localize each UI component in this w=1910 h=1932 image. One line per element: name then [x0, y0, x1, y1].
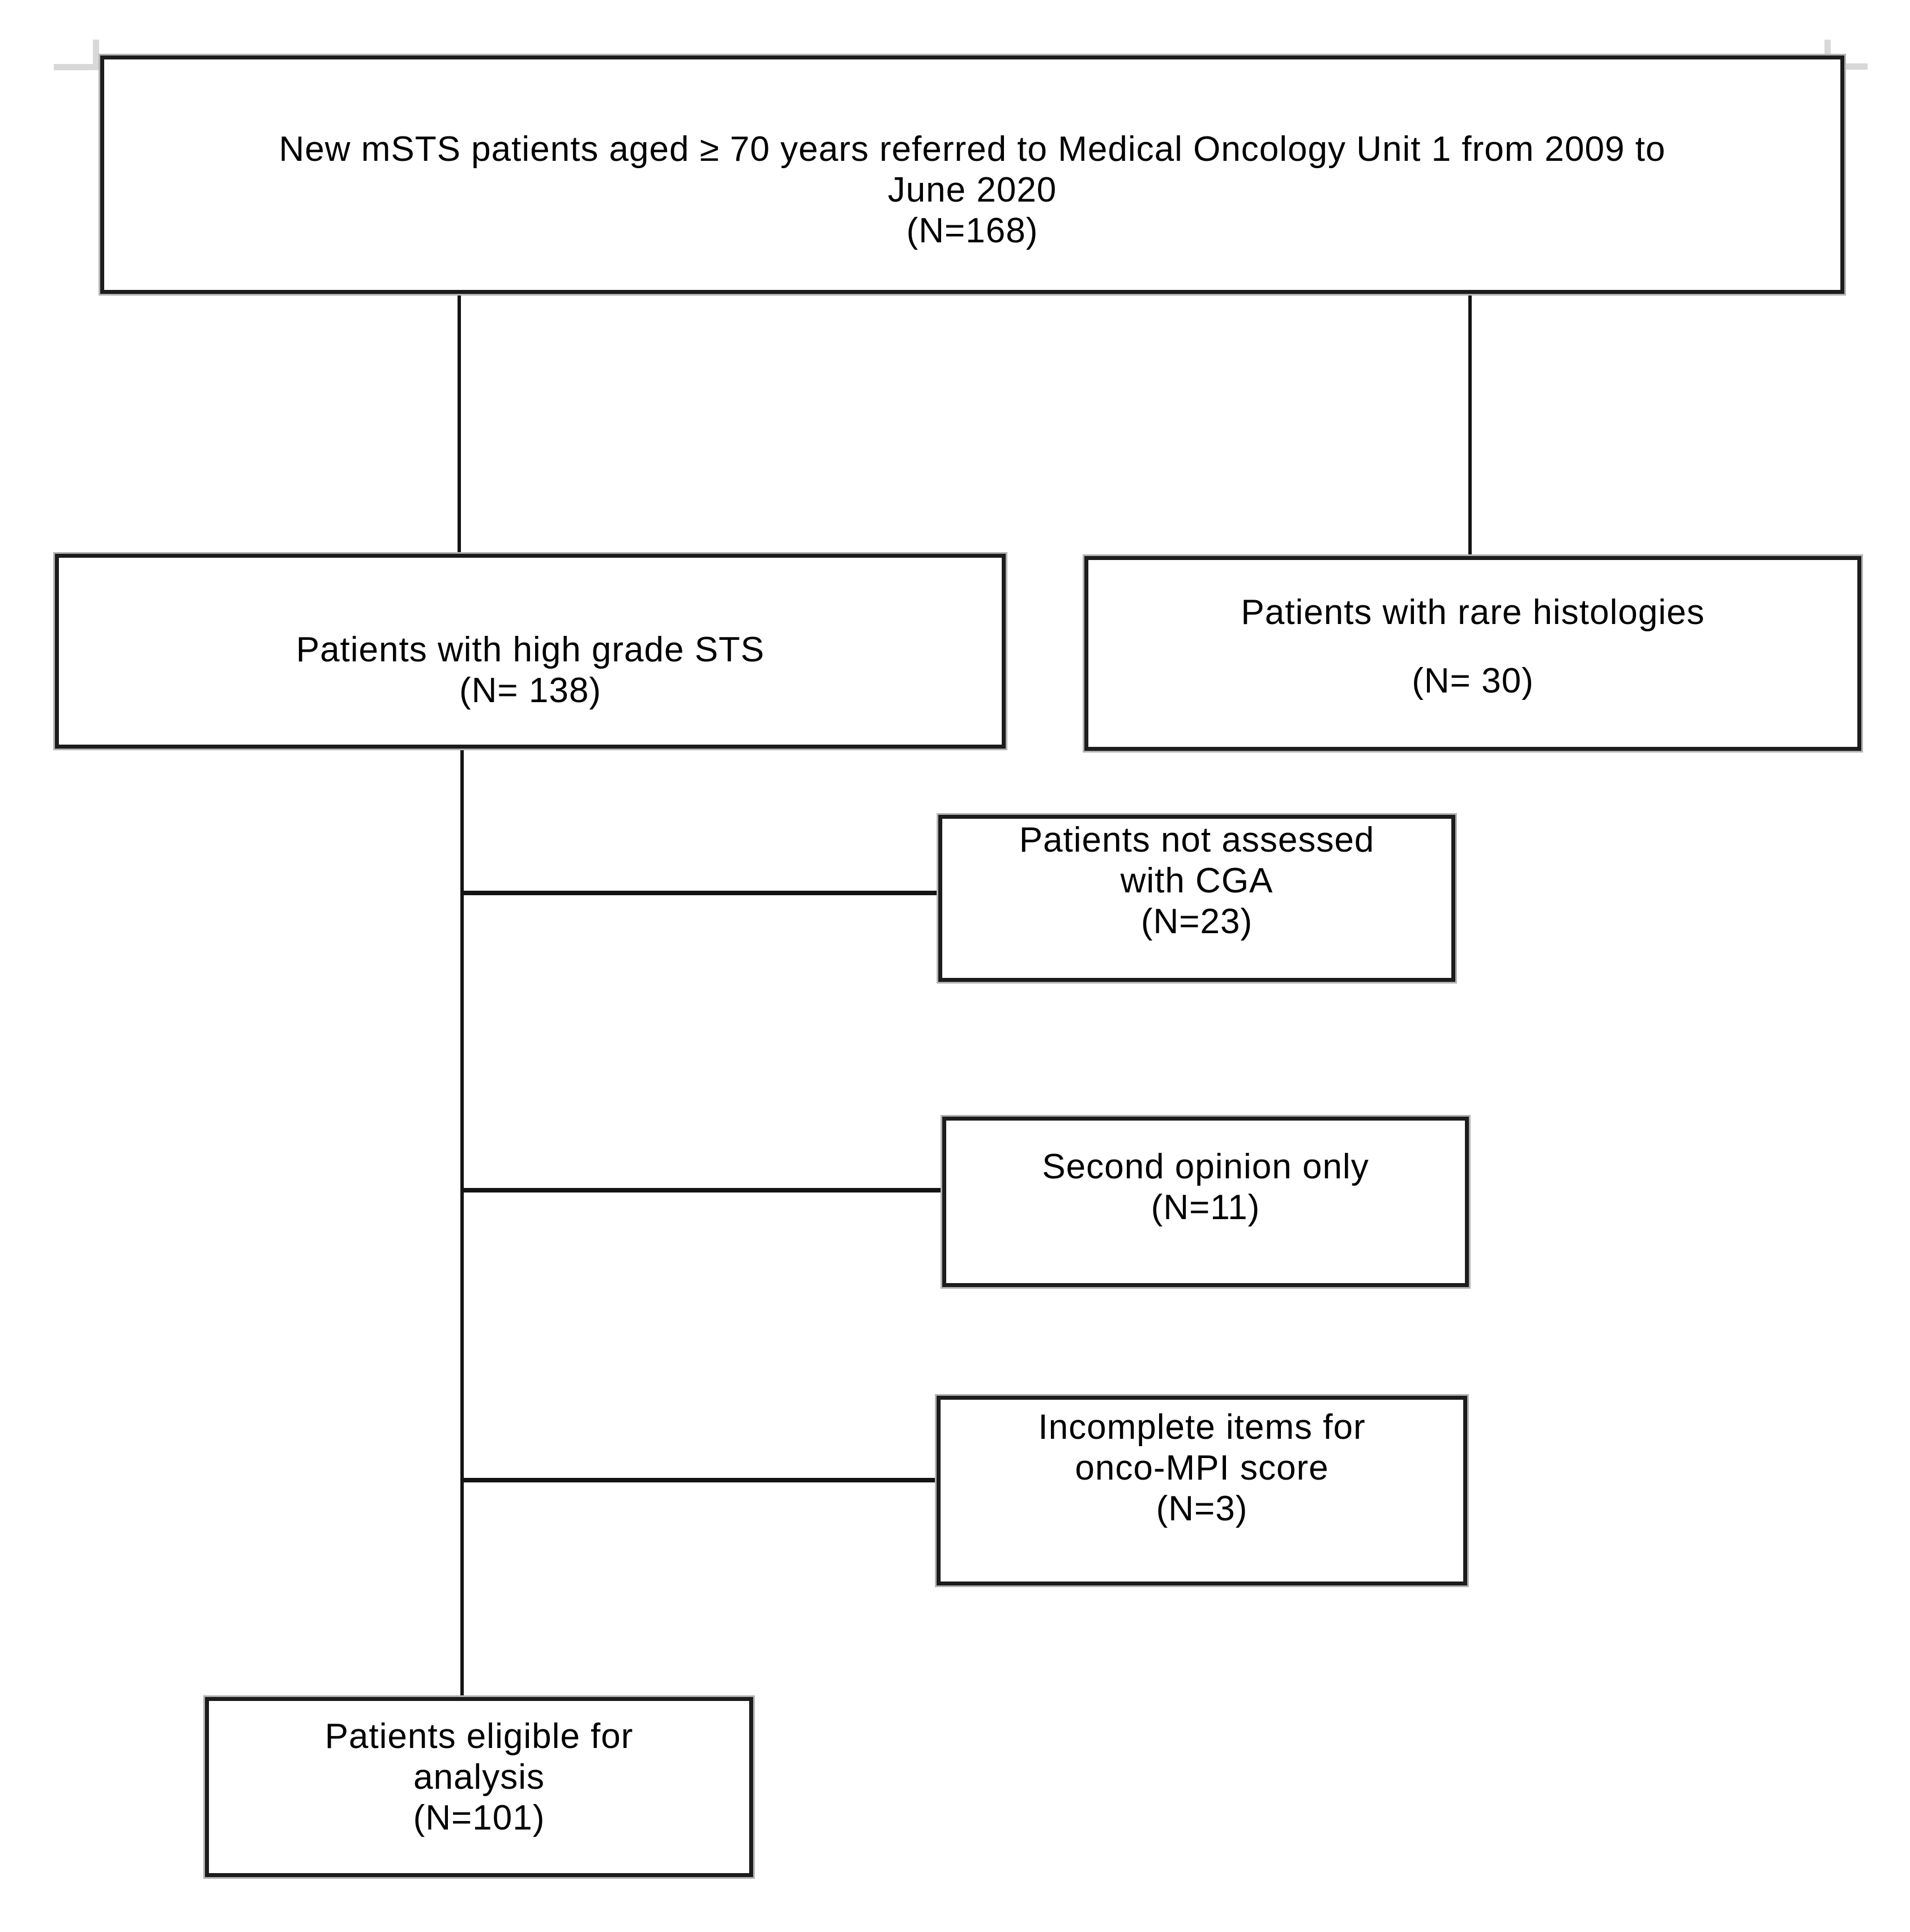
- box-text-line: June 2020: [887, 170, 1057, 210]
- connector-branch-second-opinion: [462, 1188, 942, 1192]
- connector-top-to-rare-histologies: [1468, 294, 1472, 556]
- box-eligible-for-analysis: Patients eligible for analysis (N=101): [205, 1697, 753, 1877]
- box-count-line: (N=168): [906, 211, 1039, 250]
- box-referred-patients: New mSTS patients aged ≥ 70 years referr…: [100, 55, 1844, 294]
- box-count-line: (N=101): [413, 1798, 545, 1837]
- connector-top-to-high-grade: [458, 294, 461, 554]
- box-text-line: analysis: [413, 1758, 545, 1797]
- box-count-line: (N=23): [1140, 902, 1253, 941]
- box-text-line: Patients with high grade STS: [296, 630, 765, 669]
- box-rare-histologies: Patients with rare histologies (N= 30): [1084, 556, 1861, 751]
- box-count-line: (N=11): [1151, 1188, 1260, 1227]
- corner-mark-top-left-horizontal: [54, 64, 99, 70]
- box-text-line: onco-MPI score: [1075, 1448, 1329, 1488]
- box-text-line: with CGA: [1120, 861, 1274, 900]
- box-high-grade-sts: Patients with high grade STS (N= 138): [55, 554, 1006, 749]
- box-second-opinion-only: Second opinion only (N=11): [942, 1117, 1469, 1287]
- box-text-line: Incomplete items for: [1038, 1408, 1366, 1447]
- connector-branch-not-assessed-cga: [462, 891, 938, 895]
- box-text-line: Second opinion only: [1042, 1147, 1369, 1186]
- box-incomplete-onco-mpi: Incomplete items for onco-MPI score (N=3…: [937, 1396, 1467, 1585]
- connector-high-grade-to-eligible: [460, 749, 464, 1697]
- box-count-line: (N= 30): [1412, 661, 1534, 700]
- box-text-line: New mSTS patients aged ≥ 70 years referr…: [279, 130, 1666, 169]
- box-not-assessed-cga: Patients not assessed with CGA (N=23): [938, 815, 1455, 982]
- corner-mark-top-right-vertical: [1824, 40, 1831, 63]
- connector-branch-incomplete-mpi: [462, 1478, 937, 1482]
- corner-mark-top-left-vertical: [93, 40, 99, 70]
- corner-mark-top-right-horizontal: [1844, 63, 1868, 70]
- box-count-line: (N=3): [1156, 1489, 1248, 1528]
- box-text-line: Patients not assessed: [1019, 820, 1375, 860]
- box-text-line: Patients with rare histologies: [1241, 593, 1705, 632]
- box-count-line: (N= 138): [459, 671, 601, 710]
- box-text-line: Patients eligible for: [324, 1717, 634, 1756]
